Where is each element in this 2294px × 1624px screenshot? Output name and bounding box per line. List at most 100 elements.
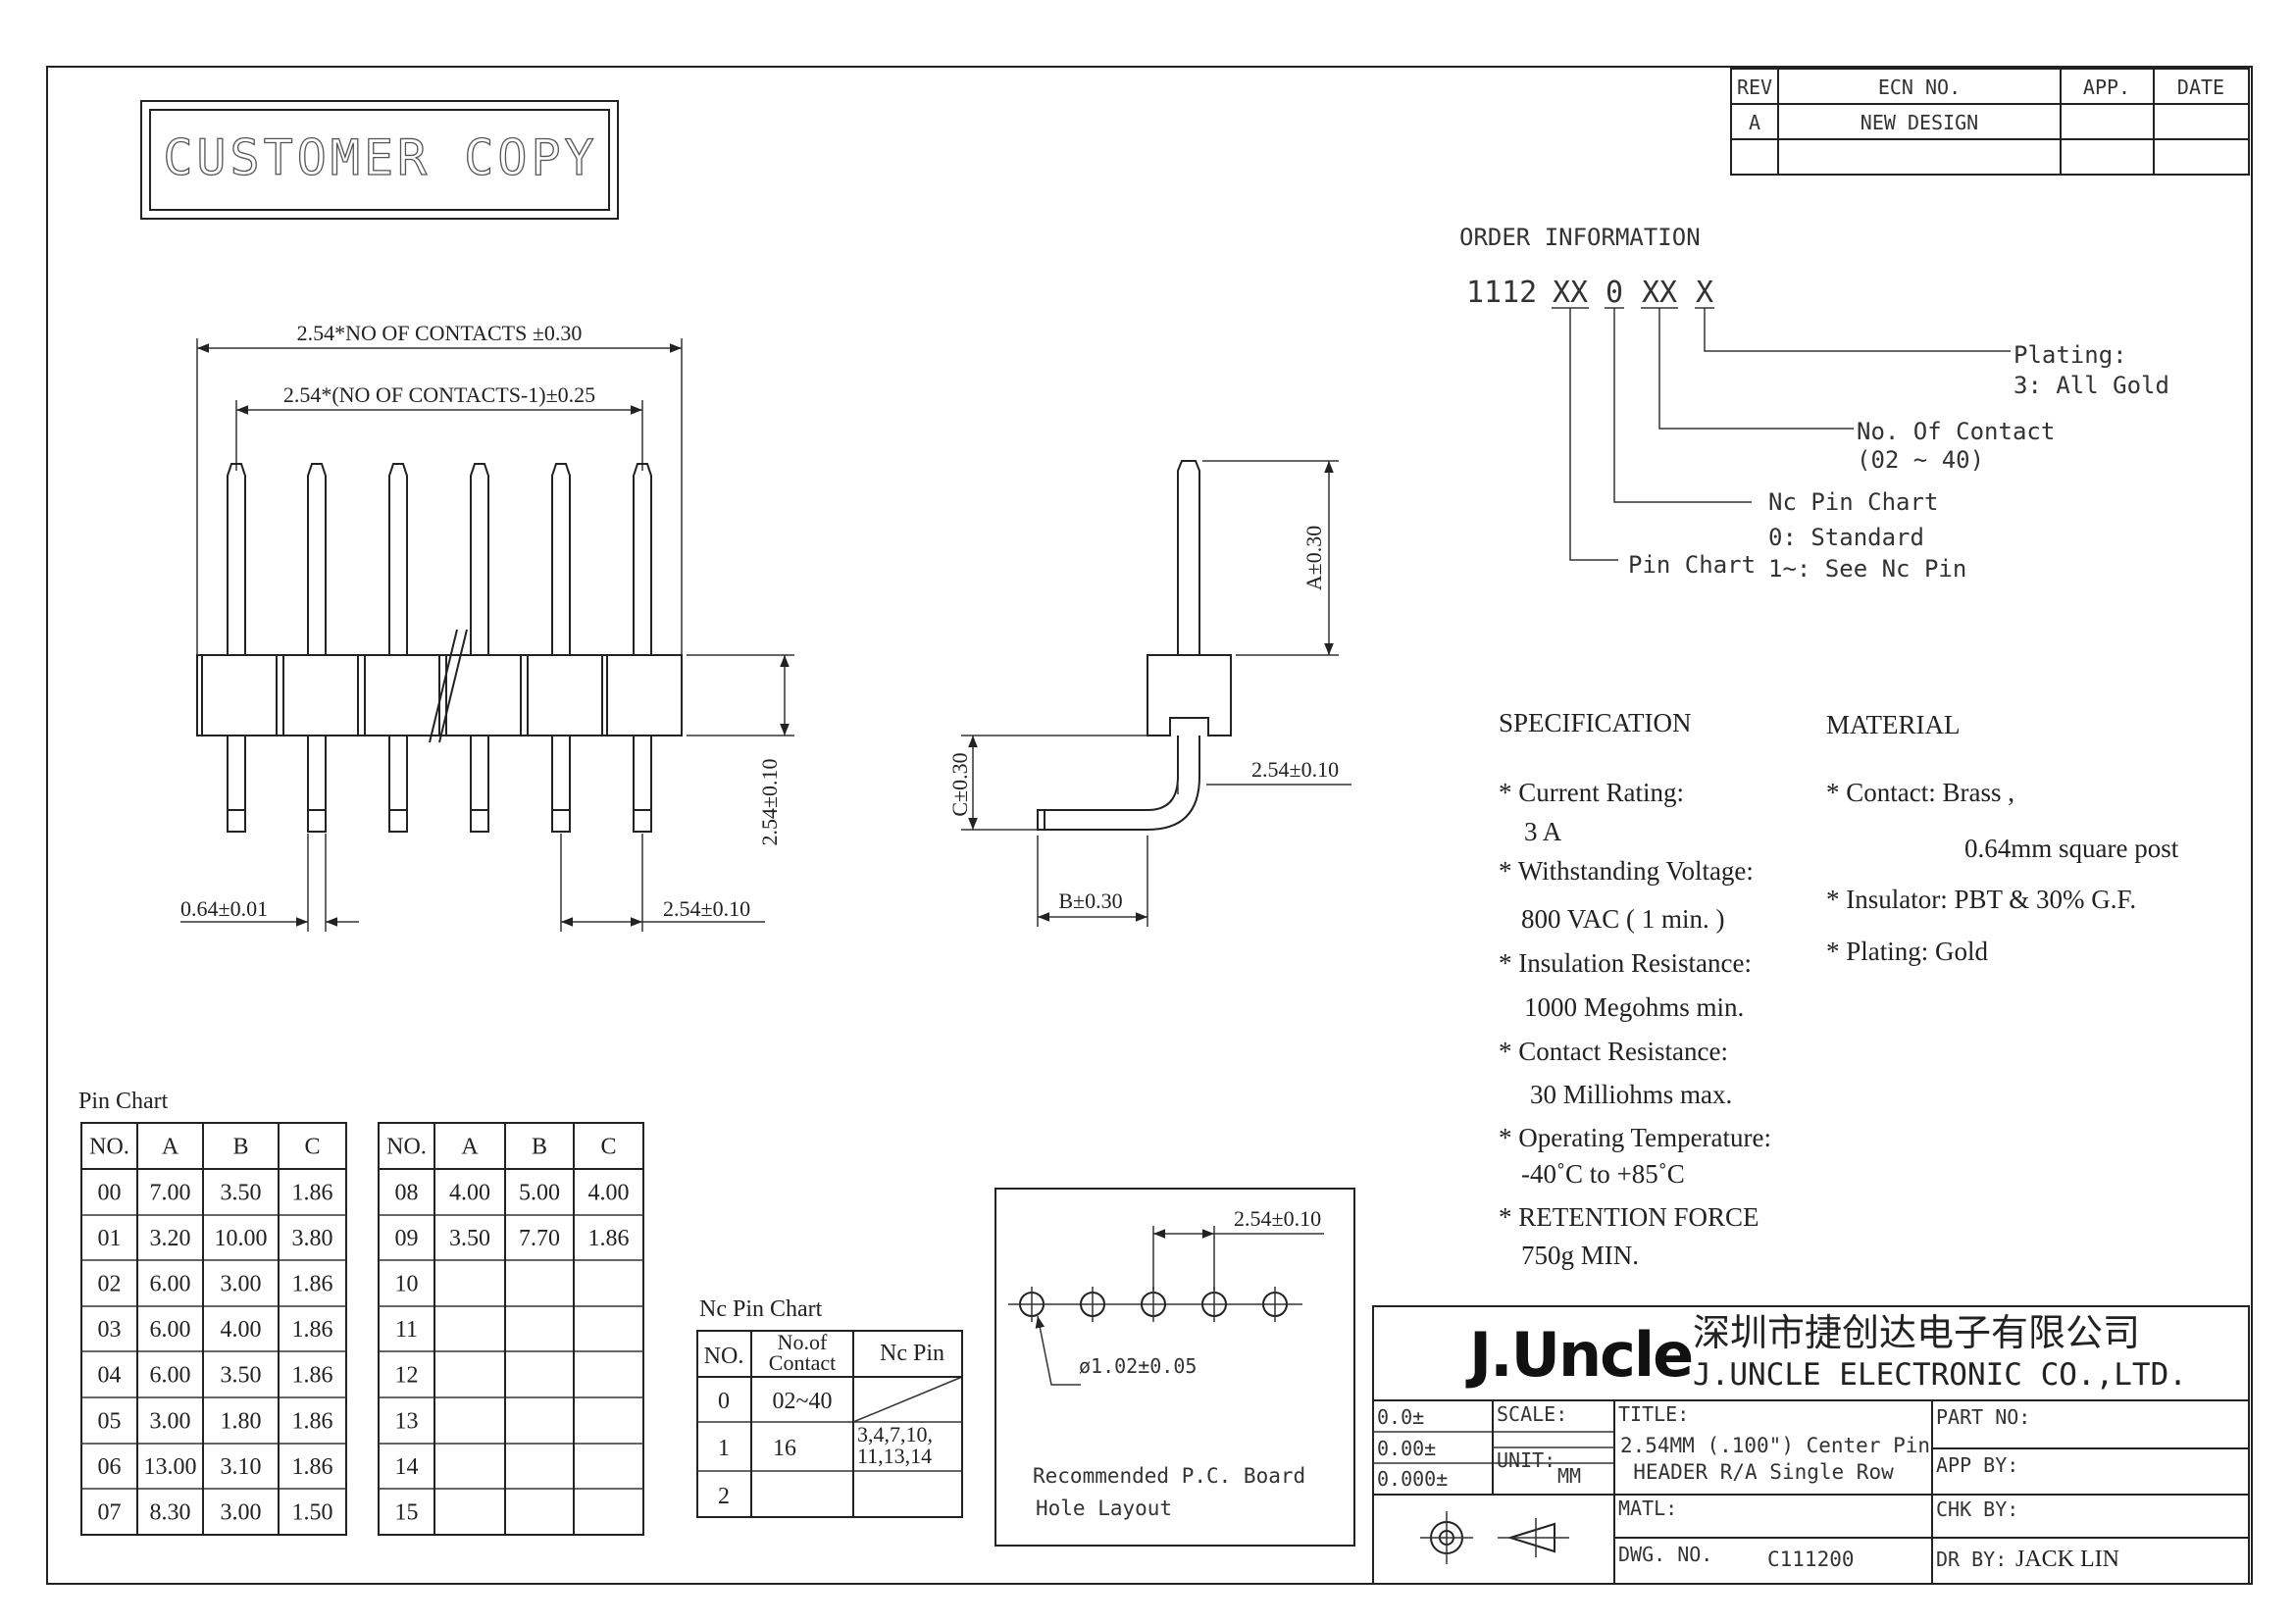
dim-a: A±0.30 <box>1301 526 1326 590</box>
pin-chart-left-header: A <box>162 1135 179 1160</box>
pin-chart-left-cell: 1.86 <box>292 1181 333 1206</box>
nc-pin-opt0: 0: Standard <box>1768 524 1924 551</box>
spec-line-8: * Operating Temperature: <box>1499 1123 1771 1152</box>
title-line1: 2.54MM (.100") Center Pin <box>1620 1434 1930 1457</box>
pin-chart-right-header: A <box>461 1135 479 1160</box>
pin-chart-left-header: NO. <box>89 1135 129 1160</box>
pin-chart-left-cell: 1.86 <box>292 1317 333 1343</box>
pin-chart-right-header: C <box>600 1135 616 1160</box>
pin-chart-right-cell: 09 <box>395 1226 419 1251</box>
nc-pin-chart-label: Nc Pin Chart <box>1768 488 1938 516</box>
company-logo: J.Uncle <box>1465 1319 1692 1391</box>
spec-line-10: * RETENTION FORCE <box>1499 1202 1759 1232</box>
nc-pin-chart-title: Nc Pin Chart <box>699 1296 823 1322</box>
order-code-plating: X <box>1696 276 1713 310</box>
dim-pin-width: 0.64±0.01 <box>180 896 268 921</box>
pin-chart-left-cell: 1.86 <box>292 1409 333 1435</box>
pin-chart-left-cell: 3.50 <box>221 1363 262 1389</box>
pin-chart-left-cell: 07 <box>98 1500 122 1526</box>
rev-row-rev: A <box>1749 111 1760 134</box>
material-line-3: * Plating: Gold <box>1826 937 1989 966</box>
pin-chart-left-cell: 3.80 <box>292 1226 333 1251</box>
dr-by-value: JACK LIN <box>2015 1547 2119 1572</box>
dim-side-pitch: 2.54±0.10 <box>1251 757 1339 782</box>
app-by-label: APP BY: <box>1936 1453 2018 1477</box>
dim-overall: 2.54*NO OF CONTACTS ±0.30 <box>297 321 583 345</box>
order-code-contacts: XX <box>1642 276 1677 310</box>
pin-chart-left-cell: 10.00 <box>215 1226 268 1251</box>
pin-chart-left-cell: 3.00 <box>150 1409 191 1435</box>
pcb-caption-line1: Recommended P.C. Board <box>1033 1464 1305 1488</box>
nc-pin-opt1: 1~: See Nc Pin <box>1768 555 1966 583</box>
nc-row0-no: 0 <box>718 1389 730 1414</box>
pin-chart-left-cell: 1.86 <box>292 1454 333 1480</box>
nc-row0-contact: 02~40 <box>773 1389 833 1414</box>
dim-pitch: 2.54±0.10 <box>663 896 750 921</box>
pin-chart-title: Pin Chart <box>78 1089 169 1114</box>
rev-header-date: DATE <box>2177 76 2224 99</box>
pcb-hole-layout: 2.54±0.10 ø1.02±0.05 Recommended P.C. Bo… <box>994 1188 1355 1547</box>
unit-label: UNIT: <box>1497 1448 1555 1472</box>
nc-row1-contact: 16 <box>773 1436 796 1461</box>
spec-line-3: 800 VAC ( 1 min. ) <box>1521 904 1725 934</box>
spec-line-5: 1000 Megohms min. <box>1524 992 1744 1022</box>
rev-row-ecn: NEW DESIGN <box>1861 111 1978 134</box>
pin-chart-left-cell: 6.00 <box>150 1272 191 1297</box>
dim-b: B±0.30 <box>1058 888 1122 913</box>
spec-line-2: * Withstanding Voltage: <box>1499 856 1754 886</box>
order-code-pin-chart: XX <box>1553 276 1588 310</box>
nc-header-contact-bottom: Contact <box>769 1350 836 1375</box>
nc-pin-chart: Nc Pin Chart NO. No.of Contact Nc Pin 0 … <box>696 1296 963 1518</box>
pin-chart-right-cell: 15 <box>395 1500 419 1526</box>
specification: SPECIFICATION * Current Rating: 3 A * Wi… <box>1499 708 1771 1270</box>
order-info-title: ORDER INFORMATION <box>1459 224 1701 251</box>
pin-chart-left-cell: 6.00 <box>150 1317 191 1343</box>
pin-chart-right-cell: 3.50 <box>449 1226 490 1251</box>
pin-chart-left-cell: 05 <box>98 1409 122 1435</box>
pin-chart-right-cell: 14 <box>395 1454 419 1480</box>
pin-chart-left-cell: 1.80 <box>221 1409 262 1435</box>
pin-chart-left-cell: 3.50 <box>221 1181 262 1206</box>
pin-chart-right-cell: 11 <box>395 1317 418 1343</box>
spec-line-9: -40˚C to +85˚C <box>1521 1159 1685 1189</box>
pin-chart-left-cell: 04 <box>98 1363 122 1389</box>
pin-chart-left-cell: 1.86 <box>292 1272 333 1297</box>
pin-chart-left-cell: 1.50 <box>292 1500 333 1526</box>
pin-chart-left-cell: 1.86 <box>292 1363 333 1389</box>
no-of-contact-label: No. Of Contact <box>1857 418 2055 445</box>
pin-chart-left-cell: 3.00 <box>221 1272 262 1297</box>
pin-chart-left-cell: 3.20 <box>150 1226 191 1251</box>
plating-value: 3: All Gold <box>2014 372 2169 399</box>
front-pins <box>227 463 652 833</box>
pin-chart-left-cell: 02 <box>98 1272 122 1297</box>
projection-symbol-icon <box>1420 1511 1569 1564</box>
tolerance-1: 0.0± <box>1377 1405 1424 1429</box>
pin-chart-right-cell: 5.00 <box>519 1181 560 1206</box>
pin-chart-left-header: B <box>232 1135 248 1160</box>
dim-height: 2.54±0.10 <box>757 758 782 845</box>
material-line-2: * Insulator: PBT & 30% G.F. <box>1826 885 2136 914</box>
spec-line-11: 750g MIN. <box>1521 1241 1639 1270</box>
pcb-hole-size: ø1.02±0.05 <box>1079 1354 1197 1378</box>
pin-chart-right-cell: 10 <box>395 1272 419 1297</box>
customer-copy-stamp: CUSTOMER COPY <box>140 100 619 220</box>
order-information: ORDER INFORMATION 1112 XX 0 XX X Plating… <box>1459 224 2169 583</box>
pin-chart-right-cell: 08 <box>395 1181 419 1206</box>
pin-chart-left-cell: 03 <box>98 1317 122 1343</box>
spec-line-1: 3 A <box>1524 817 1562 846</box>
nc-header-ncpin: Nc Pin <box>880 1341 944 1366</box>
material: MATERIAL * Contact: Brass , 0.64mm squar… <box>1826 710 2179 966</box>
spec-line-6: * Contact Resistance: <box>1499 1037 1728 1066</box>
sheet-border <box>46 66 2253 1585</box>
pcb-pitch: 2.54±0.10 <box>1234 1206 1321 1231</box>
tolerance-2: 0.00± <box>1377 1437 1436 1460</box>
pin-chart-left-cell: 13.00 <box>144 1454 197 1480</box>
rev-header-ecn: ECN NO. <box>1878 76 1961 99</box>
rev-header-app: APP. <box>2083 76 2130 99</box>
side-view: A±0.30 C±0.30 2.54±0.10 B±0.30 <box>947 460 1351 927</box>
pin-chart-left-cell: 3.10 <box>221 1454 262 1480</box>
title-label: TITLE: <box>1618 1402 1689 1426</box>
